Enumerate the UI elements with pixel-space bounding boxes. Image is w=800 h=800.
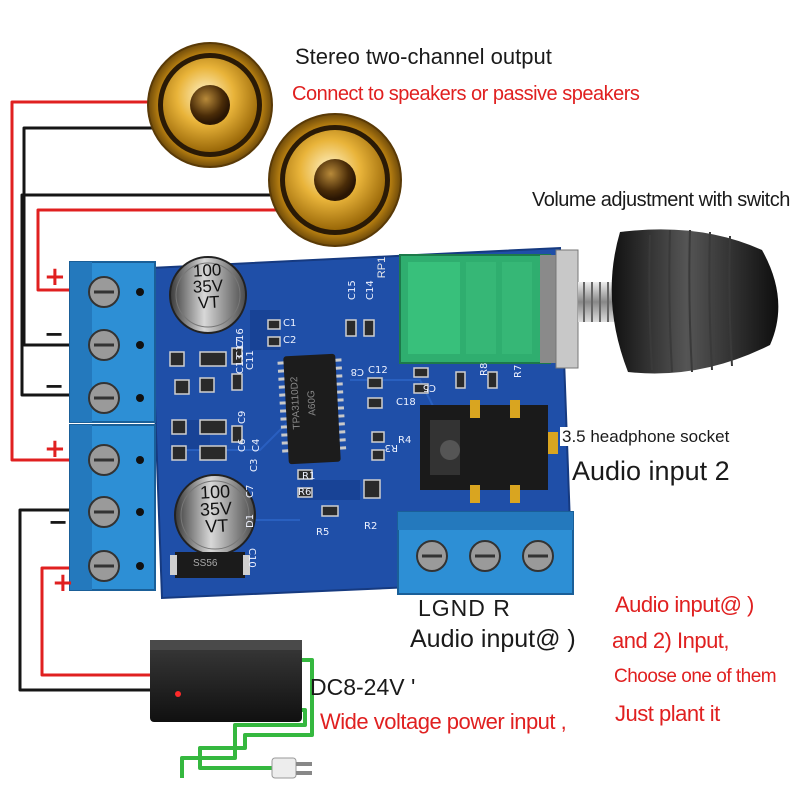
diode bbox=[170, 552, 250, 578]
headphone-socket-label: 3.5 headphone socket bbox=[560, 427, 732, 446]
just-plant-label: Just plant it bbox=[615, 701, 720, 726]
silkscreen-c9: C9 bbox=[237, 410, 248, 424]
terminal-sign-plus: + bbox=[52, 568, 74, 598]
silkscreen-r3: R3 bbox=[384, 442, 398, 453]
power-cable bbox=[180, 658, 314, 778]
volume-knob bbox=[578, 229, 779, 374]
terminal-sign-plus: + bbox=[44, 262, 66, 292]
pot-label: RP1 bbox=[376, 256, 389, 279]
wide-voltage-label: Wide voltage power input , bbox=[320, 709, 567, 734]
stereo-output-title: Stereo two-channel output bbox=[295, 44, 552, 69]
capacitor-top bbox=[169, 256, 247, 334]
capacitor-top-label: 100 35V VT bbox=[192, 260, 224, 313]
terminal-block-power bbox=[69, 424, 156, 591]
chip-sub-marking: A60G bbox=[306, 389, 319, 417]
silkscreen-r7: R7 bbox=[513, 364, 524, 378]
lgnd-r-label: LGND R bbox=[418, 595, 511, 621]
silkscreen-c15: C15 bbox=[347, 280, 358, 300]
silkscreen-r8: R8 bbox=[479, 362, 490, 376]
silkscreen-c2: C2 bbox=[283, 335, 297, 346]
terminal-sign-minus: − bbox=[44, 372, 65, 400]
amplifier-chip bbox=[277, 353, 347, 465]
silkscreen-c5: C5 bbox=[422, 382, 436, 393]
volume-label: Volume adjustment with switch bbox=[532, 189, 790, 211]
silkscreen-c8: C8 bbox=[350, 366, 364, 377]
stereo-output-subtitle: Connect to speakers or passive speakers bbox=[292, 83, 640, 105]
silkscreen-c12: C12 bbox=[368, 365, 388, 376]
speaker-2 bbox=[268, 113, 402, 247]
silkscreen-r5: R5 bbox=[316, 527, 330, 538]
audio-input-center-label: Audio input@ ) bbox=[410, 625, 576, 653]
choose-one-label: Choose one of them bbox=[614, 666, 777, 687]
audio-input-right-label: Audio input@ ) bbox=[615, 592, 754, 617]
silkscreen-c11: C11 bbox=[245, 350, 256, 370]
smd-components bbox=[169, 319, 498, 517]
headphone-jack bbox=[420, 400, 558, 503]
silkscreen-c3: C3 bbox=[249, 458, 260, 472]
audio-input-2-label: Audio input 2 bbox=[572, 456, 730, 486]
silkscreen-c17: C17 bbox=[235, 338, 246, 358]
terminal-block-audio bbox=[397, 511, 574, 595]
terminal-sign-plus: + bbox=[44, 434, 66, 464]
silkscreen-r2: R2 bbox=[364, 521, 378, 532]
power-adapter bbox=[150, 640, 302, 722]
capacitor-bottom bbox=[174, 474, 256, 556]
dc-voltage-label: DC8-24V ' bbox=[310, 674, 416, 700]
diode-label: SS56 bbox=[193, 558, 218, 569]
speaker-1 bbox=[147, 42, 273, 168]
silkscreen-c4: C4 bbox=[251, 438, 262, 452]
silkscreen-d1: D1 bbox=[245, 513, 256, 528]
silkscreen-r1: R1 bbox=[302, 471, 316, 482]
silkscreen-c18: C18 bbox=[396, 397, 416, 408]
power-plug bbox=[271, 757, 312, 779]
silkscreen-r4: R4 bbox=[398, 435, 412, 446]
silkscreen-c14: C14 bbox=[365, 280, 376, 300]
capacitor-bottom-label: 100 35V VT bbox=[199, 481, 233, 537]
silkscreen-c7: C7 bbox=[245, 484, 256, 498]
terminal-block-speakers bbox=[69, 261, 156, 423]
potentiometer bbox=[399, 249, 579, 369]
silkscreen-c1: C1 bbox=[283, 318, 297, 329]
terminal-sign-minus: − bbox=[44, 320, 65, 348]
silkscreen-c6: C6 bbox=[237, 438, 248, 452]
silkscreen-c10: C10 bbox=[246, 548, 257, 568]
silkscreen-r6: R6 bbox=[298, 487, 312, 498]
and-2-input-label: and 2) Input, bbox=[612, 628, 730, 653]
terminal-sign-minus: − bbox=[48, 508, 69, 536]
